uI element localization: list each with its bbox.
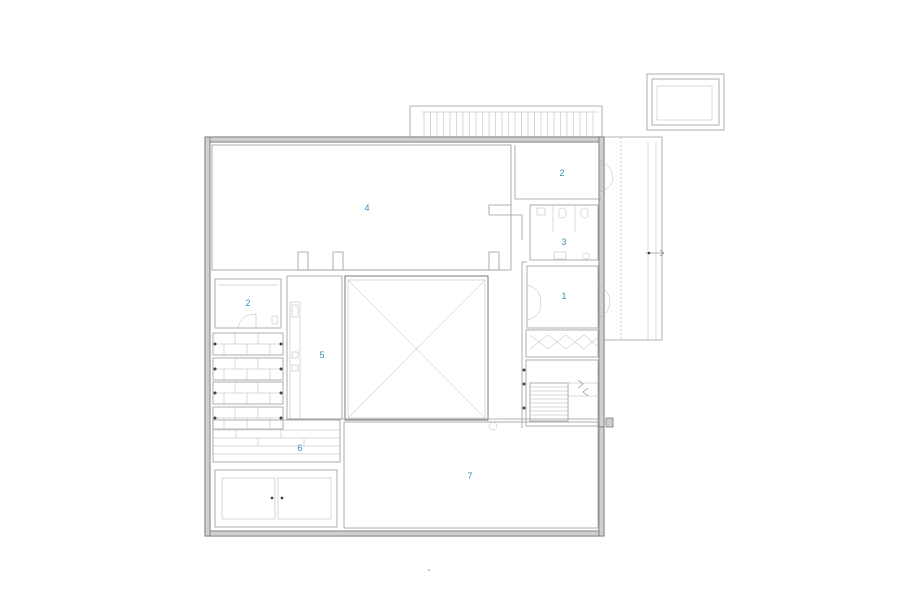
- room-2-top: [514, 145, 614, 200]
- room-2-left: [214, 278, 282, 329]
- room-label-2-top: 2: [559, 168, 564, 178]
- room-5: [286, 275, 598, 421]
- top-stair-strip: [409, 105, 603, 137]
- locker-dot: [213, 391, 217, 395]
- room-labels: 1 2 2 3 4 5 6 7: [245, 168, 566, 481]
- room-6: [212, 419, 341, 528]
- stair-core: [522, 329, 599, 427]
- locker-dot: [279, 342, 283, 346]
- right-balcony: [604, 136, 665, 341]
- room-3: [529, 204, 599, 261]
- outer-wall: [204, 136, 605, 537]
- room-label-1: 1: [561, 291, 566, 301]
- room-1: [521, 261, 611, 428]
- locker-dot: [279, 391, 283, 395]
- room-7: [343, 421, 599, 529]
- north-dot: [428, 569, 430, 571]
- room-label-6: 6: [297, 443, 302, 453]
- locker-rows: [212, 332, 284, 430]
- room-label-2-left: 2: [245, 298, 250, 308]
- atrium: [297, 251, 500, 431]
- locker-dot: [213, 367, 217, 371]
- locker-dot: [279, 367, 283, 371]
- top-right-planter: [646, 73, 725, 131]
- room-label-3: 3: [561, 237, 566, 247]
- locker-dot: [213, 416, 217, 420]
- outside-marker: [605, 417, 614, 428]
- room-label-4: 4: [364, 203, 369, 213]
- room-label-5: 5: [319, 350, 324, 360]
- room-label-7: 7: [467, 471, 472, 481]
- locker-dot: [213, 342, 217, 346]
- locker-dot: [279, 416, 283, 420]
